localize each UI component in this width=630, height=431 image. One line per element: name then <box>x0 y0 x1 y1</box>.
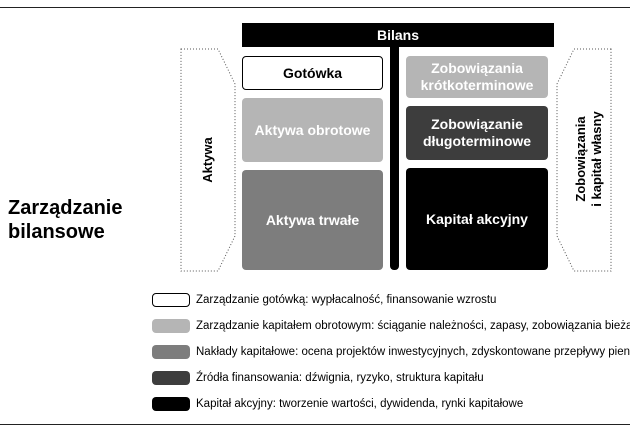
legend-swatch-dark-gray <box>152 371 190 385</box>
legend-label: Źródła finansowania: dźwignia, ryzyko, s… <box>196 372 484 384</box>
legend-item-financing: Źródła finansowania: dźwignia, ryzyko, s… <box>152 370 484 386</box>
equity-label: Kapitał akcyjny <box>426 210 528 227</box>
legend-swatch-black <box>152 397 190 411</box>
bilans-header: Bilans <box>242 23 554 47</box>
asset-cash-label: Gotówka <box>282 64 343 81</box>
liability-long-term-line-1: Zobowiązanie <box>431 116 523 132</box>
legend-label: Kapitał akcyjny: tworzenie wartości, dyw… <box>196 398 524 410</box>
asset-current-box: Aktywa obrotowe <box>242 98 383 162</box>
asset-fixed-label: Aktywa trwałe <box>265 211 360 228</box>
bottom-rule <box>0 424 630 425</box>
diagram-title: Zarządzanie bilansowe <box>8 196 122 244</box>
liabilities-bracket <box>556 48 612 272</box>
liability-short-term-line-2: krótkoterminowe <box>420 77 534 93</box>
title-line-2: bilansowe <box>8 221 105 243</box>
legend-item-cash: Zarządzanie gotówką: wypłacalność, finan… <box>152 292 496 308</box>
liability-long-term-line-2: długoterminowe <box>422 133 532 149</box>
liability-long-term-box: Zobowiązanie długoterminowe <box>406 106 548 160</box>
assets-bracket <box>180 48 236 272</box>
legend-label: Zarządzanie gotówką: wypłacalność, finan… <box>196 294 497 306</box>
liabilities-side-line-1: Zobowiązania <box>573 116 588 202</box>
liabilities-side-line-2: i kapitał własny <box>589 111 604 207</box>
assets-side-label: Aktywa <box>200 137 215 183</box>
asset-current-label: Aktywa obrotowe <box>254 121 371 138</box>
liability-short-term-line-1: Zobowiązania <box>431 60 523 76</box>
legend-item-equity: Kapitał akcyjny: tworzenie wartości, dyw… <box>152 396 523 412</box>
legend-label: Nakłady kapitałowe: ocena projektów inwe… <box>196 346 630 358</box>
legend-swatch-light-gray <box>152 319 190 333</box>
asset-cash-box: Gotówka <box>242 56 383 90</box>
liabilities-side-label: Zobowiązania i kapitał własny <box>573 94 607 224</box>
liability-short-term-box: Zobowiązania krótkoterminowe <box>406 56 548 98</box>
legend-label: Zarządzanie kapitałem obrotowym: ściągan… <box>196 320 630 332</box>
legend-item-capex: Nakłady kapitałowe: ocena projektów inwe… <box>152 344 630 360</box>
asset-fixed-box: Aktywa trwałe <box>242 170 383 270</box>
balance-divider <box>390 44 399 270</box>
equity-box: Kapitał akcyjny <box>406 168 548 270</box>
legend-item-working-capital: Zarządzanie kapitałem obrotowym: ściągan… <box>152 318 630 334</box>
legend-swatch-white <box>152 293 190 307</box>
top-rule <box>0 7 630 8</box>
title-line-1: Zarządzanie <box>8 197 123 219</box>
legend-swatch-mid-gray <box>152 345 190 359</box>
